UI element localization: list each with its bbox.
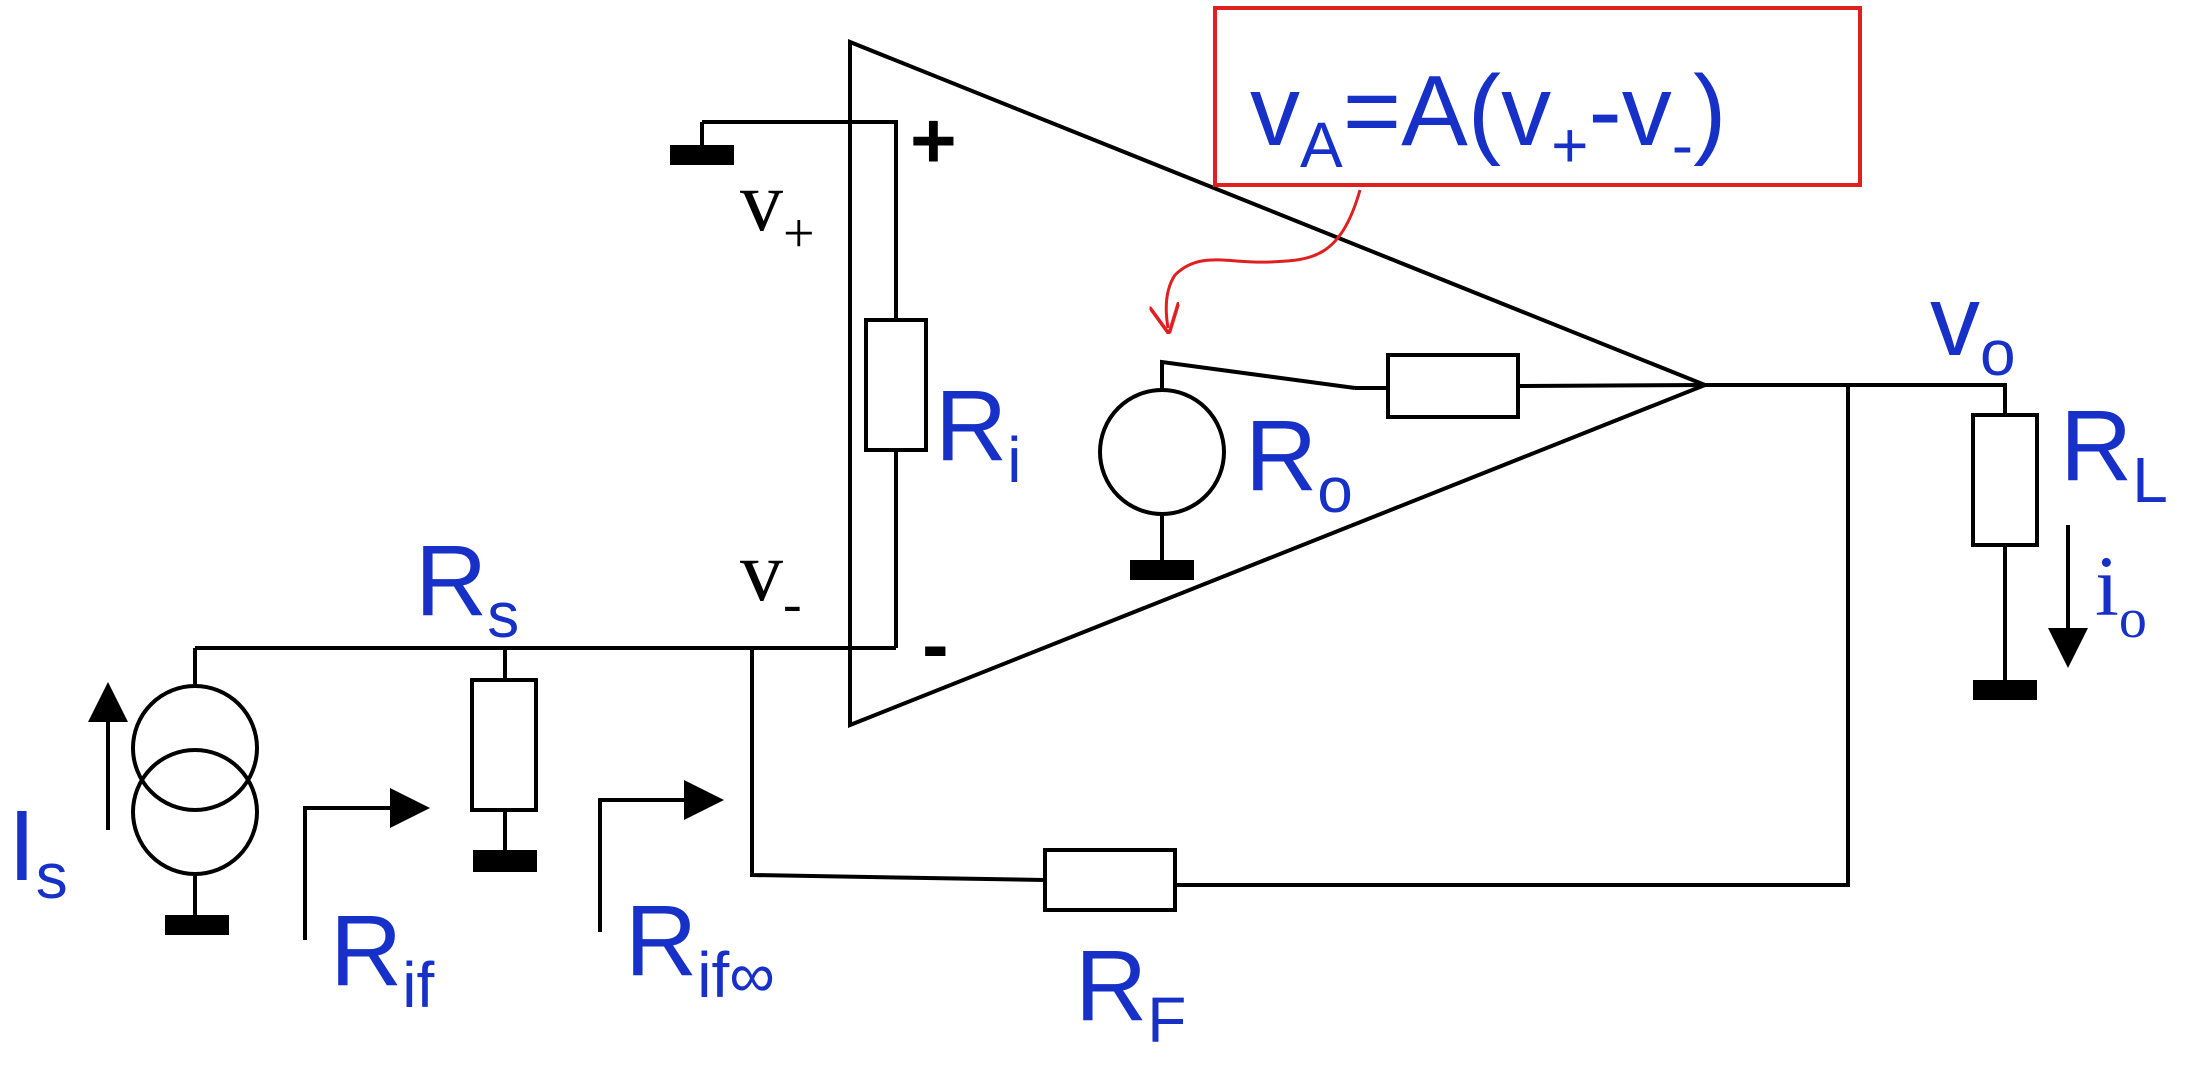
io-label: io (2095, 538, 2147, 650)
ground-rs (473, 850, 537, 872)
resistor-rf (1043, 848, 1177, 912)
current-source-circle-top (131, 684, 259, 812)
annotation-equation: vA=A(v+-v-) (1250, 55, 1726, 181)
resistor-ri (864, 318, 928, 452)
resistor-rs (470, 678, 538, 812)
feedback-right-wire (1175, 385, 1850, 887)
ground-dependent-source (1130, 560, 1194, 580)
ro-right-wire (1517, 383, 1706, 388)
ground-rl (1973, 680, 2037, 700)
ground-v-plus (670, 145, 734, 165)
is-label: Is (8, 790, 68, 912)
rf-label: RF (1075, 930, 1186, 1056)
vo-label: vo (1930, 265, 2016, 389)
minus-sign: - (922, 600, 949, 689)
v-plus-label: v+ (740, 153, 815, 265)
rl-label: RL (2060, 390, 2168, 516)
resistor-ro (1386, 353, 1520, 419)
ri-label: Ri (935, 370, 1021, 496)
dependent-source-top-wire (1160, 359, 1356, 390)
plus-sign: + (910, 96, 957, 185)
rif-arrow (303, 788, 430, 940)
annotation-arrow (1166, 189, 1362, 328)
v-minus-label: v- (740, 523, 802, 635)
op-amp-triangle (848, 39, 1711, 728)
resistor-rl (1971, 413, 2039, 547)
ro-label: Ro (1245, 400, 1353, 526)
rif-label: Rif (330, 895, 434, 1021)
output-wire (1705, 383, 2007, 415)
rs-label: Rs (415, 525, 519, 651)
dependent-voltage-source (1098, 388, 1226, 516)
feedback-left-wire (750, 648, 1046, 882)
rif-inf-label: Rif∞ (625, 885, 775, 1011)
annotation-box (1213, 6, 1862, 187)
ground-source (165, 915, 229, 935)
rif-inf-arrow (598, 780, 724, 932)
non-inverting-input-wire (702, 120, 898, 320)
